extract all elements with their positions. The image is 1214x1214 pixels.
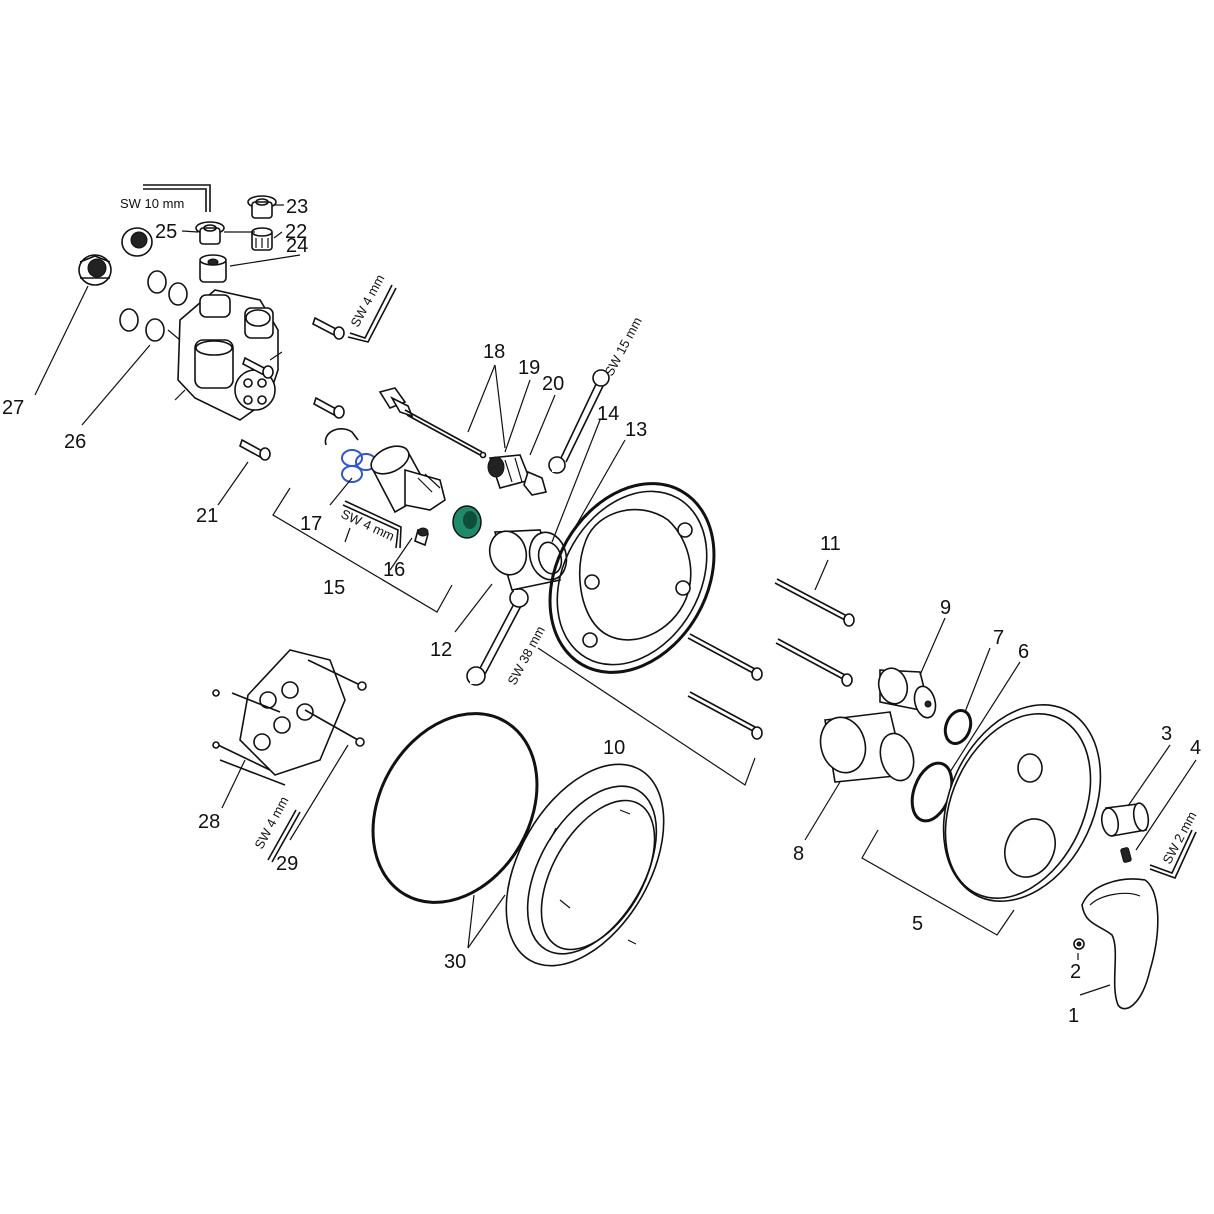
label-22: 22	[285, 221, 307, 243]
part-24-insert	[199, 254, 227, 283]
label-27: 27	[2, 397, 24, 419]
screw-mid	[313, 396, 345, 419]
label-6: 6	[1018, 641, 1029, 663]
long-screws	[687, 559, 855, 740]
label-8: 8	[793, 843, 804, 865]
label-28: 28	[198, 811, 220, 833]
screws-body	[217, 316, 345, 506]
part-30-oring	[371, 712, 539, 904]
part-3-knob	[1100, 802, 1150, 837]
part-20-nut	[523, 470, 548, 496]
label-21: 21	[196, 505, 218, 527]
sw4-low-hex-key: SW 4 mm	[251, 794, 301, 863]
screw-10b	[687, 691, 763, 740]
sw4-low-label: SW 4 mm	[251, 794, 291, 851]
part-19-spindle	[487, 454, 532, 489]
part-8-sleeve	[819, 711, 915, 783]
label-11: 11	[820, 533, 841, 555]
sw2-hex-key: SW 2 mm	[1149, 809, 1199, 880]
part-23-fitting	[247, 195, 277, 219]
sw4-top-hex-key: SW 4 mm	[347, 272, 397, 343]
label-24: 24	[286, 235, 308, 257]
label-29: 29	[276, 853, 298, 875]
label-3: 3	[1161, 723, 1172, 745]
label-7: 7	[993, 627, 1004, 649]
label-30: 30	[444, 951, 466, 973]
bracket-15	[272, 487, 453, 613]
part-26-cap-upper	[121, 227, 153, 257]
label-10: 10	[603, 737, 625, 759]
clip	[324, 428, 359, 446]
screw-11b	[775, 638, 853, 687]
part-22-fitting	[251, 227, 273, 251]
label-9: 9	[940, 597, 951, 619]
part-16-screw	[414, 527, 429, 547]
part-number-labels: 1 2 3 4 5 6 7 8 9 10 11 12 13 14 15 16 1…	[2, 196, 1201, 1027]
label-17: 17	[300, 513, 322, 535]
label-23: 23	[286, 196, 308, 218]
part-10-mounting-plate	[548, 482, 716, 674]
label-18: 18	[483, 341, 505, 363]
part-9-sleeve	[877, 667, 937, 719]
label-4: 4	[1190, 737, 1201, 759]
screw-10a	[687, 633, 763, 681]
oring-blue-1	[341, 449, 363, 467]
oring-blue-3	[341, 465, 363, 483]
label-14: 14	[597, 403, 619, 425]
sw4-mid-hex-key: SW 4 mm	[339, 500, 402, 549]
label-19: 19	[518, 357, 540, 379]
part-25-fitting	[195, 221, 225, 245]
part-26-orings	[119, 270, 188, 342]
part-30-cover-ring	[505, 763, 665, 967]
screw-21	[239, 438, 271, 461]
label-20: 20	[542, 373, 564, 395]
part-13-sleeve	[488, 529, 568, 591]
sw10-hex-key: SW 10 mm	[120, 184, 211, 212]
label-13: 13	[625, 419, 647, 441]
sw4-top-label: SW 4 mm	[347, 272, 387, 329]
valve-body	[167, 289, 283, 421]
part-4-setscrew	[1120, 847, 1132, 863]
screw-top	[312, 316, 345, 340]
sw38-wrench: SW 38 mm	[466, 588, 548, 688]
part-18-rod	[378, 387, 487, 459]
spindle-group	[378, 364, 556, 496]
mounting-bracket-group	[212, 649, 367, 841]
sw38-label: SW 38 mm	[504, 624, 547, 688]
label-15: 15	[323, 577, 345, 599]
label-5: 5	[912, 913, 923, 935]
label-2: 2	[1070, 961, 1081, 983]
part-27-cap	[78, 254, 112, 286]
part-1-lever-handle	[1081, 878, 1159, 1010]
screw-body-side	[242, 356, 274, 379]
part-7-oring	[943, 709, 973, 745]
part-15-cartridge	[370, 445, 446, 514]
screw-11a	[774, 578, 855, 627]
part-5-escutcheon	[942, 704, 1102, 902]
label-25: 25	[155, 221, 177, 243]
sw15-label: SW 15 mm	[601, 315, 644, 379]
label-1: 1	[1068, 1005, 1079, 1027]
label-26: 26	[64, 431, 86, 453]
part-2-screw	[1073, 938, 1085, 950]
part-14-green-ring	[452, 505, 482, 539]
label-12: 12	[430, 639, 452, 661]
label-16: 16	[383, 559, 405, 581]
sw10-label: SW 10 mm	[120, 196, 184, 211]
valve-body-group	[34, 195, 301, 426]
